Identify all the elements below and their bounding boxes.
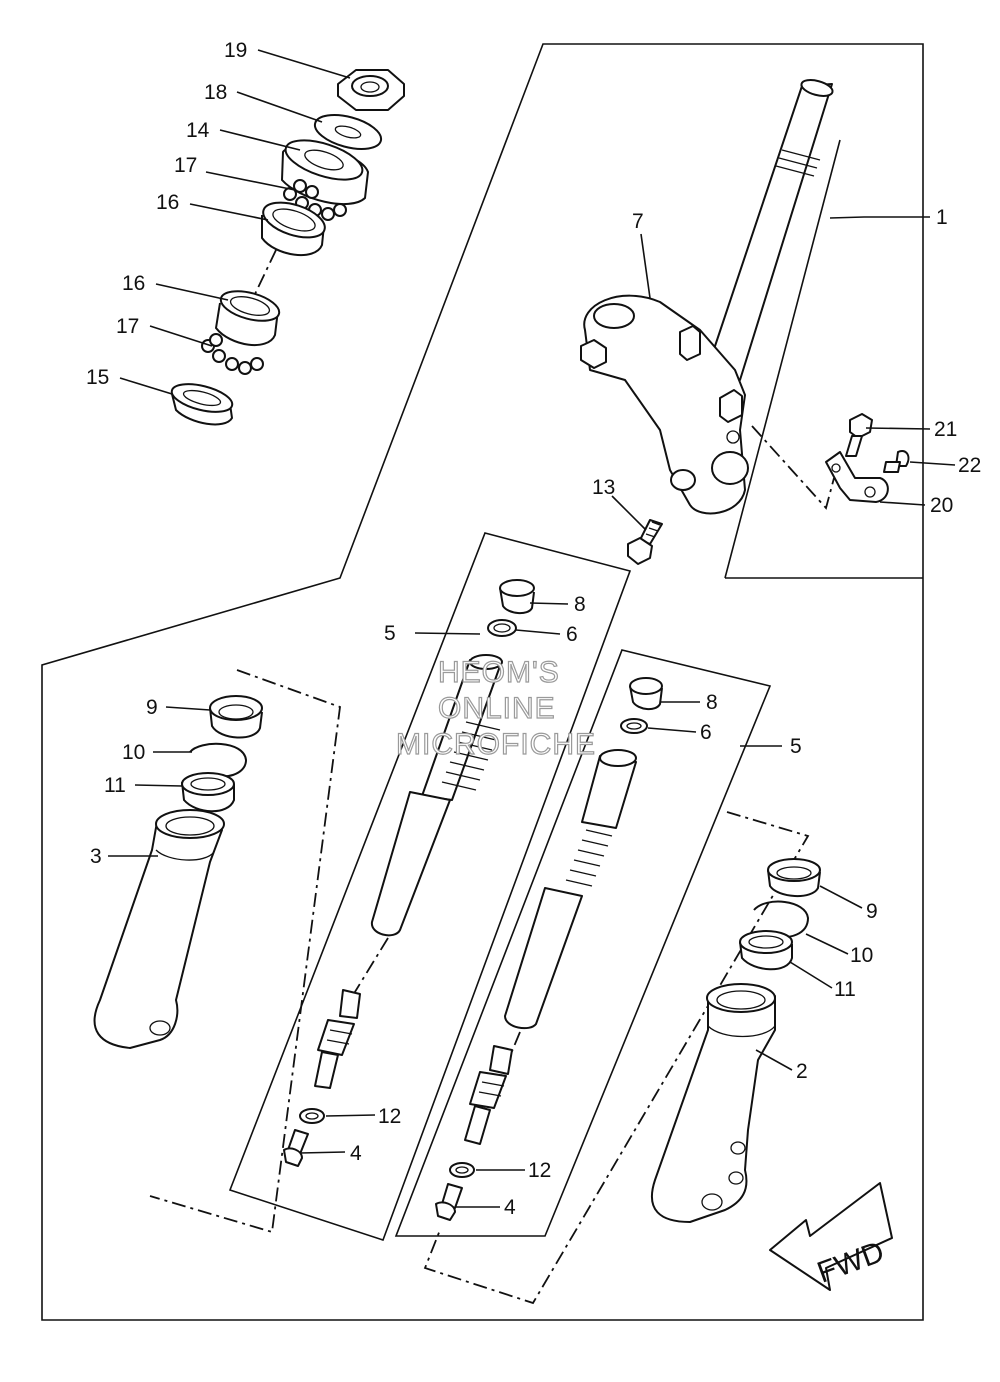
- callout-labels: 19 18 14 17 16 16 17 15 1 7 13 21 22 20 …: [86, 39, 981, 1219]
- callout-9-right: 9: [866, 900, 878, 923]
- bearing-balls-upper: [283, 179, 347, 221]
- fork-cap-bolt-right: [629, 677, 663, 710]
- callout-17-lower: 17: [116, 315, 139, 338]
- callout-3: 3: [90, 845, 102, 868]
- right-outer-tube-frame: [423, 811, 810, 1305]
- brake-hose-bracket: [825, 451, 889, 503]
- callout-12-right: 12: [528, 1159, 551, 1182]
- assembly-boundary: [41, 43, 924, 1321]
- fork-cap-bolt-left: [499, 579, 535, 614]
- bearing-race-lower: [215, 290, 281, 347]
- inner-tube-assembly-left: [314, 654, 503, 1089]
- o-ring-left: [487, 619, 517, 637]
- callout-8-right: 8: [706, 691, 718, 714]
- watermark-line-1: HEOM'S: [438, 656, 560, 689]
- left-inner-fork-frame: [228, 532, 632, 1241]
- callout-10-right: 10: [850, 944, 873, 967]
- callout-22: 22: [958, 454, 981, 477]
- watermark: HEOM'S ONLINE MICROFICHE: [395, 655, 596, 761]
- damper-bolt-right: [435, 1183, 463, 1221]
- left-outer-tube-frame: [149, 669, 341, 1234]
- callout-16-upper: 16: [156, 191, 179, 214]
- callout-20: 20: [930, 494, 953, 517]
- callout-12-left: 12: [378, 1105, 401, 1128]
- damper-bolt-left: [283, 1129, 309, 1167]
- callout-9-left: 9: [146, 696, 158, 719]
- callout-11-left: 11: [104, 774, 126, 797]
- callout-16-lower: 16: [122, 272, 145, 295]
- fork-dust-seal-left: [209, 695, 263, 739]
- callout-8-left: 8: [574, 593, 586, 616]
- callout-2: 2: [796, 1060, 808, 1083]
- callout-18: 18: [204, 81, 227, 104]
- pinch-bolt: [627, 519, 663, 565]
- watermark-line-2: ONLINE: [438, 692, 556, 725]
- oil-seal-left: [181, 772, 235, 813]
- stopper-ring-left: [189, 742, 247, 778]
- oil-seal-right: [739, 930, 793, 971]
- callout-15: 15: [86, 366, 109, 389]
- callout-21: 21: [934, 418, 957, 441]
- copper-washer-left: [299, 1108, 325, 1124]
- leader-lines: [108, 49, 956, 1208]
- outer-tube-right: [650, 983, 776, 1223]
- assembly-boundary-inner: [724, 139, 841, 579]
- callout-19: 19: [224, 39, 247, 62]
- callout-5-left: 5: [384, 622, 396, 645]
- outer-tube-left: [93, 809, 225, 1049]
- callout-5-right: 5: [790, 735, 802, 758]
- copper-washer-right: [449, 1162, 475, 1178]
- bracket-center-line: [751, 425, 835, 510]
- fork-dust-seal-right: [767, 858, 821, 897]
- callout-1: 1: [936, 206, 948, 229]
- o-ring-right: [620, 718, 648, 734]
- washer: [313, 114, 383, 150]
- callout-11-right: 11: [834, 978, 856, 1001]
- callout-7: 7: [632, 210, 644, 233]
- right-inner-fork-frame: [394, 649, 772, 1237]
- steering-nut: [337, 69, 405, 111]
- callout-4-right: 4: [504, 1196, 516, 1219]
- bracket-bolt-upper: [845, 413, 873, 457]
- callout-14: 14: [186, 119, 210, 142]
- callout-4-left: 4: [350, 1142, 362, 1165]
- callout-6-right: 6: [700, 721, 712, 744]
- watermark-line-3: MICROFICHE: [396, 728, 596, 761]
- callout-10-left: 10: [122, 741, 145, 764]
- inner-tube-assembly-right: [464, 749, 637, 1145]
- fwd-arrow-icon: FWD: [769, 1182, 893, 1291]
- callout-13: 13: [592, 476, 615, 499]
- bearing-race-upper: [261, 201, 326, 257]
- callout-6-left: 6: [566, 623, 578, 646]
- callout-17-upper: 17: [174, 154, 197, 177]
- bracket-screw: [883, 450, 910, 473]
- steering-stem: [580, 79, 834, 515]
- dust-seal: [170, 383, 234, 426]
